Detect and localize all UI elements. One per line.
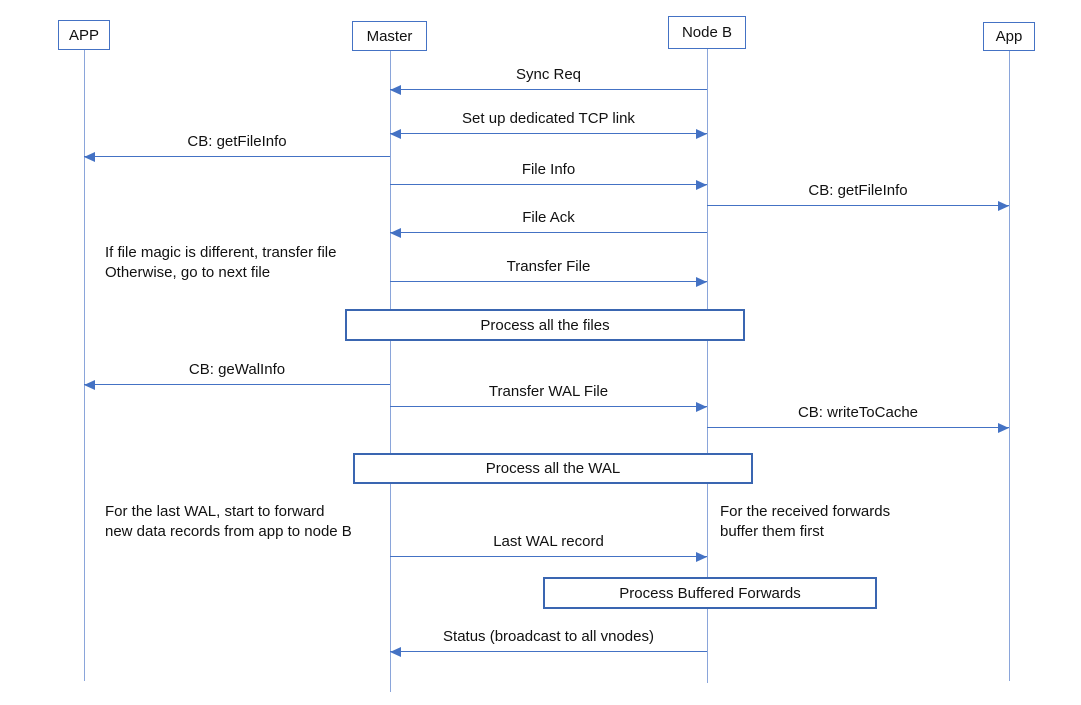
lifeline-node-b [707, 49, 708, 683]
actor-node-b: Node B [668, 16, 746, 49]
process-box-files: Process all the files [345, 309, 745, 341]
process-box-label: Process all the WAL [485, 460, 621, 477]
message-label: CB: getFileInfo [808, 182, 908, 199]
actor-label: App [995, 28, 1023, 45]
arrowhead-left-icon [390, 228, 401, 238]
lifeline-app-right [1009, 51, 1010, 681]
annotation-buffer-forwards: For the received forwards buffer them fi… [720, 503, 891, 540]
message-label: File Ack [522, 209, 575, 226]
lifeline-app-left [84, 50, 85, 681]
actor-app-left: APP [58, 20, 110, 50]
arrow-line [84, 156, 390, 157]
actor-label: Node B [681, 24, 733, 41]
process-box-label: Process Buffered Forwards [619, 584, 801, 602]
message-label: Status (broadcast to all vnodes) [443, 628, 654, 645]
arrow-line [707, 427, 1009, 428]
actor-app-right: App [983, 22, 1035, 51]
arrowhead-right-icon [696, 129, 707, 139]
message-label: File Info [521, 161, 576, 178]
lifeline-master [390, 51, 391, 692]
message-label: Transfer WAL File [488, 383, 609, 400]
process-box-buffered-forwards: Process Buffered Forwards [543, 577, 877, 609]
arrow-line [390, 133, 707, 134]
arrowhead-left-icon [84, 380, 95, 390]
arrowhead-left-icon [390, 85, 401, 95]
arrow-line [84, 384, 390, 385]
arrowhead-left-icon [390, 129, 401, 139]
message-label: Set up dedicated TCP link [462, 110, 635, 127]
arrow-line [390, 556, 707, 557]
actor-label: Master [366, 27, 413, 45]
arrow-line [390, 651, 707, 652]
message-label: Transfer File [506, 258, 591, 275]
message-label: CB: writeToCache [797, 404, 919, 421]
message-label: CB: geWalInfo [188, 361, 286, 378]
actor-label: APP [68, 26, 99, 44]
message-label: Sync Req [515, 66, 582, 83]
actor-master: Master [352, 21, 427, 51]
arrow-line [390, 406, 707, 407]
arrowhead-right-icon [696, 402, 707, 412]
arrowhead-right-icon [696, 277, 707, 287]
annotation-last-wal-forward: For the last WAL, start to forward new d… [105, 503, 352, 540]
message-label: CB: getFileInfo [187, 133, 287, 150]
arrowhead-right-icon [998, 201, 1009, 211]
annotation-file-magic: If file magic is different, transfer fil… [105, 244, 337, 281]
process-box-label: Process all the files [480, 316, 610, 334]
arrowhead-left-icon [390, 647, 401, 657]
arrow-line [707, 205, 1009, 206]
arrow-line [390, 281, 707, 282]
arrow-line [390, 184, 707, 185]
message-label: Last WAL record [493, 533, 604, 550]
arrow-line [390, 89, 707, 90]
arrowhead-left-icon [84, 152, 95, 162]
arrowhead-right-icon [696, 180, 707, 190]
arrow-line [390, 232, 707, 233]
process-box-wal: Process all the WAL [353, 453, 753, 484]
arrowhead-right-icon [998, 423, 1009, 433]
arrowhead-right-icon [696, 552, 707, 562]
